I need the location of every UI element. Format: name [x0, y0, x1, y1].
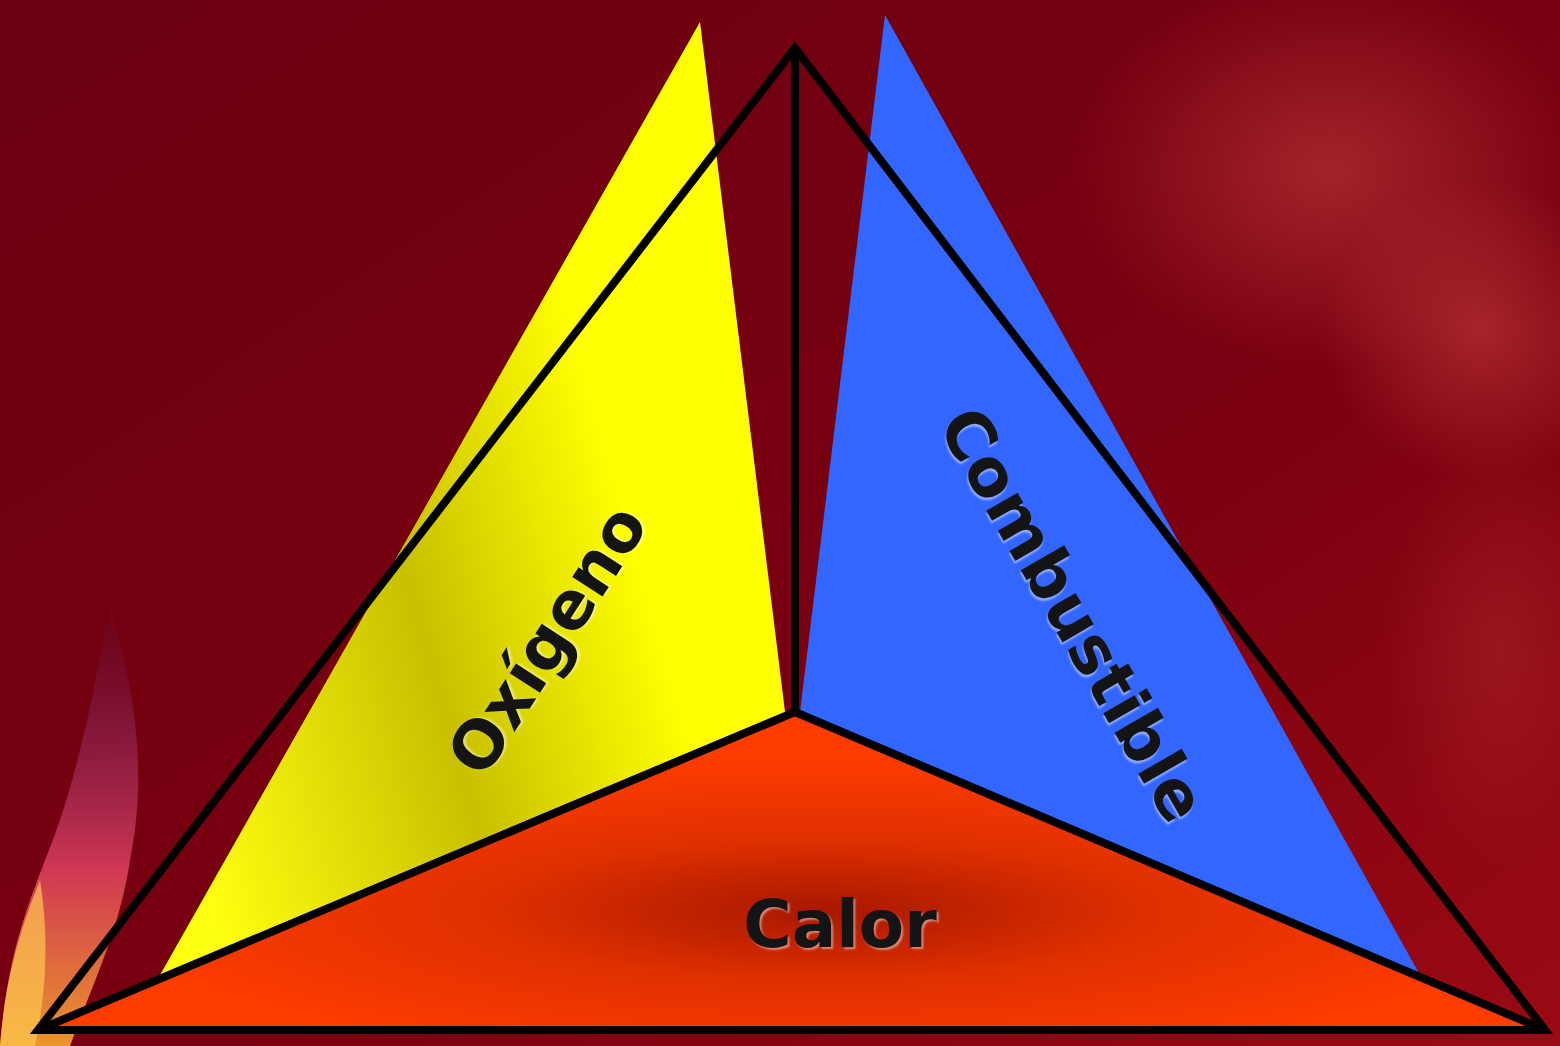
flame: [0, 600, 138, 1046]
face-shape: [30, 700, 1555, 1040]
pyramid-outline: [38, 48, 1545, 1030]
pyramid-edge: [795, 712, 1545, 1030]
face-label: Calor: [743, 892, 937, 958]
heat-face: Calor: [30, 700, 1555, 1040]
pyramid-edge: [38, 712, 795, 1030]
flame: [0, 880, 45, 1046]
pyramid-edge: [791, 48, 799, 712]
face-polygon: [38, 715, 1545, 1030]
smoke-cloud: [1380, 430, 1560, 870]
